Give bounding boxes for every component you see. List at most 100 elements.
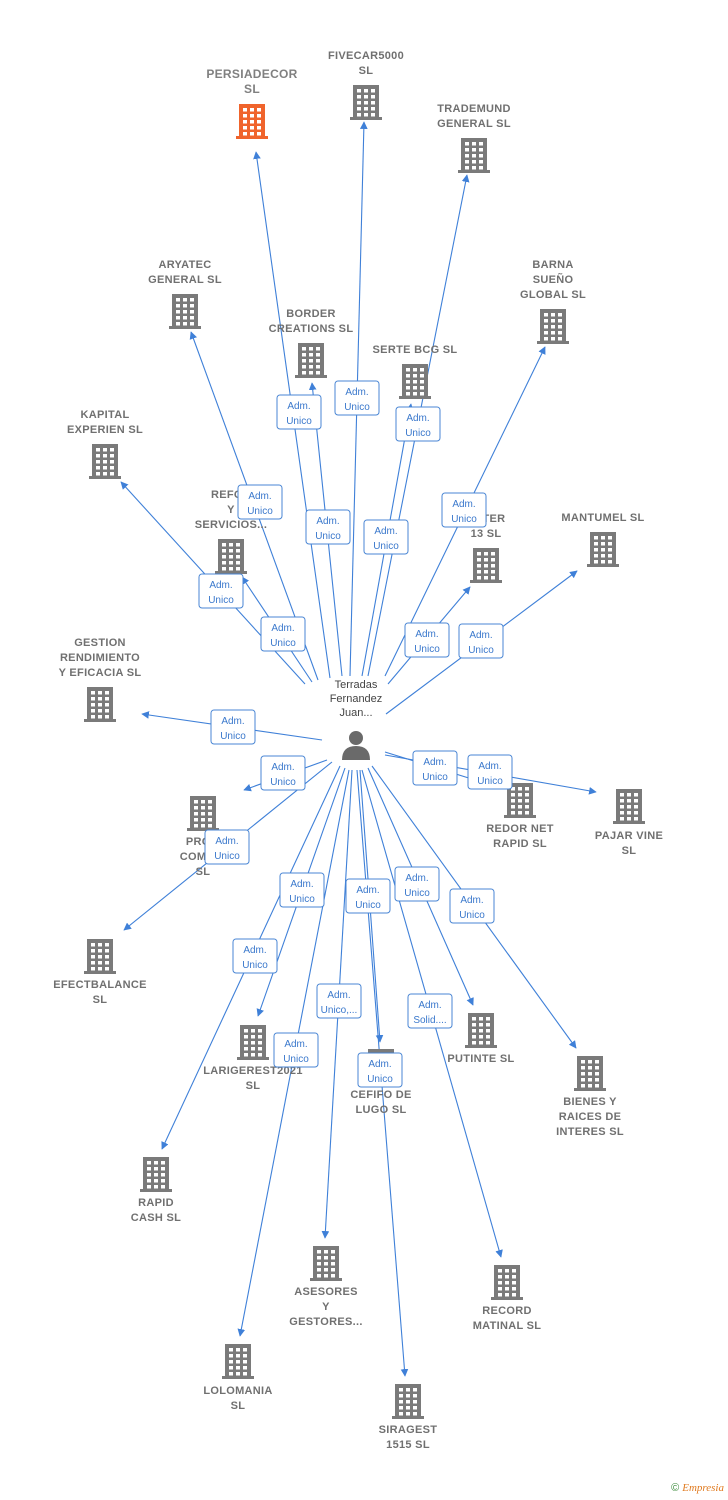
edge-label-text: Unico xyxy=(220,731,246,742)
edge-label-putinte[interactable]: Adm.Unico xyxy=(394,866,440,902)
edge-label-box xyxy=(198,573,244,609)
company-label: PERSIADECOR xyxy=(206,67,297,81)
brand-name: Empresia xyxy=(682,1482,724,1494)
company-label: GENERAL SL xyxy=(437,118,511,130)
edge-label-text: Unico xyxy=(459,910,485,921)
edge-label-aryatec[interactable]: Adm.Unico xyxy=(237,484,283,520)
edge-label-text: Unico xyxy=(242,960,268,971)
edge-label-text: Unico xyxy=(451,514,477,525)
edge-label-text: Adm. xyxy=(374,526,397,537)
footer-brand[interactable]: ©Empresia xyxy=(671,1482,724,1494)
edge-label-fivecar5000[interactable]: Adm.Unico xyxy=(334,380,380,416)
edge-label-asesores[interactable]: Adm.Unico,... xyxy=(316,983,362,1019)
edge-label-box xyxy=(441,492,487,528)
edge-label-text: Unico xyxy=(404,888,430,899)
edge-label-text: Unico,... xyxy=(321,1005,358,1016)
company-label: KAPITAL xyxy=(81,409,130,421)
edge-label-text: Adm. xyxy=(215,836,238,847)
company-label: REDOR NET xyxy=(486,823,553,835)
building-icon xyxy=(458,138,490,173)
edge-label-serte[interactable]: Adm.Unico xyxy=(395,406,441,442)
edge-label-reformas[interactable]: Adm. Unico xyxy=(260,616,306,652)
building-icon xyxy=(613,789,645,824)
building-icon xyxy=(140,1157,172,1192)
edge-label-mantumel[interactable]: Adm.Unico xyxy=(458,623,504,659)
building-icon xyxy=(491,1265,523,1300)
building-icon xyxy=(392,1384,424,1419)
edge-label-bienes[interactable]: Adm.Unico xyxy=(449,888,495,924)
edge-label-text: Adm. xyxy=(415,629,438,640)
person-label: Fernandez xyxy=(330,693,383,705)
edge-label-rapid[interactable]: Adm.Unico xyxy=(232,938,278,974)
person-node[interactable]: TerradasFernandezJuan... xyxy=(330,679,383,760)
edge-label-text: Unico xyxy=(208,595,234,606)
company-label: BARNA xyxy=(532,259,573,271)
edge-label-siragest[interactable]: Adm.Unico xyxy=(345,878,391,914)
edge-label-larigerest[interactable]: Adm.Unico xyxy=(279,872,325,908)
company-label: Y xyxy=(227,504,235,516)
edge-label-redor[interactable]: Adm.Unico xyxy=(412,750,458,786)
company-label: ARYATEC xyxy=(158,259,211,271)
company-label: SL xyxy=(196,866,211,878)
edge-label-text: Adm. xyxy=(248,491,271,502)
person-icon xyxy=(342,731,370,760)
edge-label-lolomania[interactable]: Adm.Unico xyxy=(273,1032,319,1068)
edge-label-box xyxy=(210,709,256,745)
edge-label-cefifo[interactable]: Adm.Unico xyxy=(357,1052,403,1088)
company-label: BIENES Y xyxy=(563,1096,617,1108)
edge-label-text: Adm. xyxy=(271,623,294,634)
company-node-putinte[interactable]: PUTINTE SL xyxy=(447,1013,514,1065)
edge-label-aster[interactable]: Adm. Unico xyxy=(404,622,450,658)
company-label: SERVICIOS... xyxy=(195,519,267,531)
edge-label-record[interactable]: Adm.Solid.... xyxy=(407,993,453,1029)
edge-label-persiadecor[interactable]: Adm.Unico xyxy=(276,394,322,430)
edge-label-kapital[interactable]: Adm.Unico xyxy=(198,573,244,609)
edge-label-barna[interactable]: Adm.Unico xyxy=(441,492,487,528)
edge-label-pajar[interactable]: Adm.Unico xyxy=(467,754,513,790)
edge-label-text: Adm. xyxy=(271,762,294,773)
company-node-asesores[interactable]: ASESORESYGESTORES... xyxy=(289,1246,362,1328)
person-label: Terradas xyxy=(335,679,378,691)
company-label: INTERES SL xyxy=(556,1126,624,1138)
company-node-aster[interactable]: ASTER13 SL xyxy=(467,513,506,583)
edge-label-box xyxy=(316,983,362,1019)
company-label: GESTION xyxy=(74,637,126,649)
edge-label-border[interactable]: Adm.Unico xyxy=(305,509,351,545)
edge-label-efectbalance[interactable]: Adm.Unico xyxy=(204,829,250,865)
edge-label-text: Unico xyxy=(414,644,440,655)
edge-label-text: Adm. xyxy=(221,716,244,727)
edge-label-promo[interactable]: Adm.Unico xyxy=(260,755,306,791)
company-label: CASH SL xyxy=(131,1212,181,1224)
edge-label-text: Unico xyxy=(270,638,296,649)
company-node-mantumel[interactable]: MANTUMEL SL xyxy=(561,512,644,567)
edge-label-trademund[interactable]: Adm.Unico xyxy=(363,519,409,555)
building-icon xyxy=(222,1344,254,1379)
company-node-serte[interactable]: SERTE BCG SL xyxy=(373,344,458,399)
building-icon xyxy=(587,532,619,567)
edge-label-box xyxy=(232,938,278,974)
edge-label-text: Adm. xyxy=(316,516,339,527)
company-label: SUEÑO xyxy=(533,273,574,286)
company-label: CEFIFO DE xyxy=(350,1089,411,1101)
company-label: SL xyxy=(359,65,374,77)
edge-label-gestion[interactable]: Adm. Unico xyxy=(210,709,256,745)
company-label: SL xyxy=(231,1400,246,1412)
